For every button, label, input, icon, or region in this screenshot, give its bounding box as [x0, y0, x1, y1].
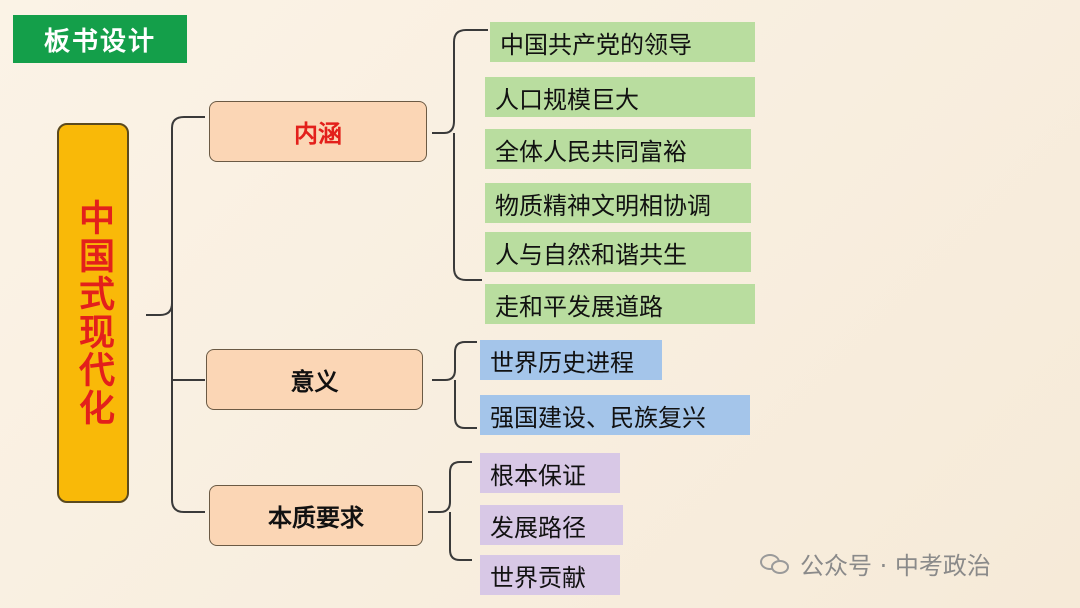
leaf-item: 强国建设、民族复兴 [480, 395, 750, 435]
category-essential-requirements: 本质要求 [209, 485, 423, 546]
leaf-item: 物质精神文明相协调 [485, 183, 751, 223]
root-label: 中国式现代化 [73, 199, 114, 427]
leaf-item: 全体人民共同富裕 [485, 129, 751, 169]
category-connotation: 内涵 [209, 101, 427, 162]
wechat-icon [760, 552, 790, 576]
leaf-item: 人与自然和谐共生 [485, 232, 751, 272]
watermark-text: 公众号 · 中考政治 [800, 552, 991, 580]
leaf-item: 走和平发展道路 [485, 284, 755, 324]
leaf-item: 根本保证 [480, 453, 620, 493]
board-title: 板书设计 [13, 15, 187, 63]
leaf-item: 世界贡献 [480, 555, 620, 595]
leaf-item: 中国共产党的领导 [490, 22, 755, 62]
leaf-item: 人口规模巨大 [485, 77, 755, 117]
leaf-item: 发展路径 [480, 505, 623, 545]
root-node: 中国式现代化 [57, 123, 129, 503]
category-significance: 意义 [206, 349, 423, 410]
watermark: 公众号 · 中考政治 [760, 546, 991, 581]
leaf-item: 世界历史进程 [480, 340, 662, 380]
